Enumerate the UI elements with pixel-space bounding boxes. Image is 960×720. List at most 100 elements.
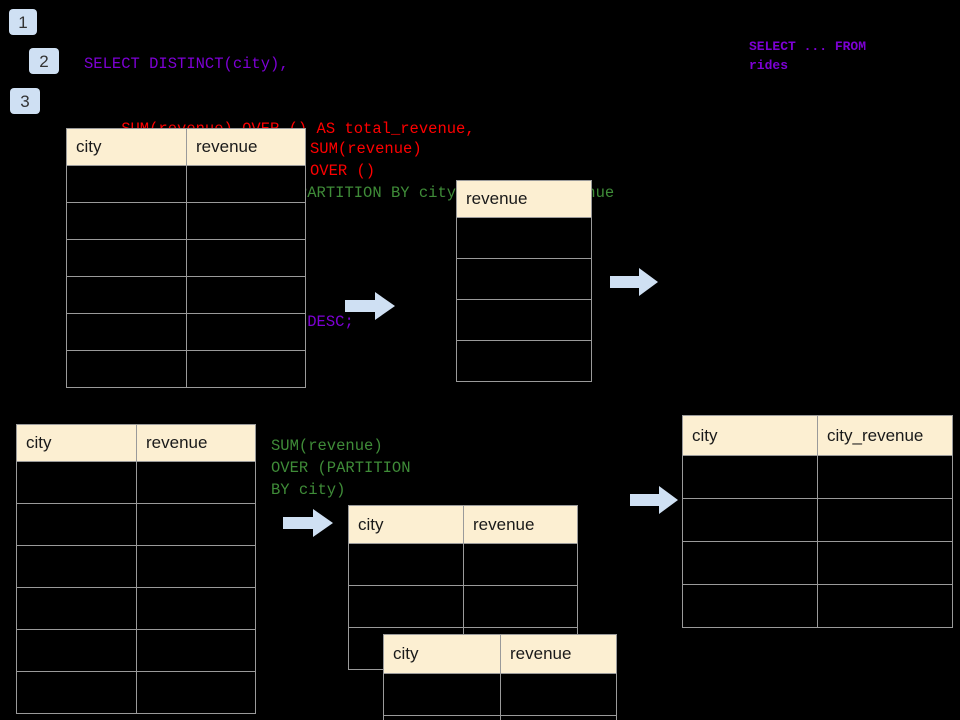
column-header-revenue: revenue [456, 180, 592, 218]
final-result-table[interactable]: city city_revenue [682, 415, 953, 628]
step-badge-3[interactable]: 3 [10, 88, 40, 114]
cell-city[interactable] [16, 671, 137, 714]
cell-revenue[interactable] [500, 715, 617, 720]
table-row[interactable] [66, 202, 306, 240]
cell-city-revenue[interactable] [817, 455, 953, 499]
column-header-revenue: revenue [186, 128, 306, 166]
cell-city[interactable] [16, 461, 137, 504]
cell-revenue[interactable] [136, 671, 256, 714]
sql-line-select: SELECT DISTINCT(city), [84, 55, 289, 73]
cell-city[interactable] [682, 455, 818, 499]
cell-revenue[interactable] [186, 202, 306, 240]
table-row[interactable] [66, 276, 306, 314]
city-revenue-annotation: SUM(revenue) OVER (PARTITION BY city) [271, 437, 411, 499]
cell-city[interactable] [348, 543, 464, 586]
step-badge-1-label: 1 [18, 12, 28, 32]
cell-city[interactable] [66, 165, 187, 203]
table-header-row: city revenue [66, 128, 306, 166]
table-row[interactable] [348, 543, 578, 586]
column-header-revenue: revenue [500, 634, 617, 674]
cell-revenue[interactable] [463, 585, 578, 628]
cell-city[interactable] [66, 313, 187, 351]
cell-revenue[interactable] [186, 313, 306, 351]
cell-city[interactable] [66, 239, 187, 277]
cell-revenue[interactable] [136, 545, 256, 588]
rides-source-table-top[interactable]: city revenue [66, 128, 306, 388]
table-header-row: revenue [456, 180, 592, 218]
cell-revenue[interactable] [463, 543, 578, 586]
column-header-city: city [348, 505, 464, 544]
cell-city[interactable] [383, 715, 501, 720]
table-row[interactable] [456, 340, 592, 382]
cell-city[interactable] [66, 276, 187, 314]
cell-city[interactable] [383, 673, 501, 716]
table-row[interactable] [383, 673, 617, 716]
cell-city[interactable] [682, 541, 818, 585]
total-revenue-table[interactable]: revenue [456, 180, 592, 382]
cell-revenue[interactable] [186, 276, 306, 314]
cell-revenue[interactable] [136, 587, 256, 630]
column-header-city: city [66, 128, 187, 166]
table-row[interactable] [383, 715, 617, 720]
table-row[interactable] [66, 313, 306, 351]
table-row[interactable] [456, 299, 592, 341]
cell-city[interactable] [16, 545, 137, 588]
table-header-row: city city_revenue [682, 415, 953, 456]
table-row[interactable] [16, 587, 256, 630]
cell-revenue[interactable] [500, 673, 617, 716]
table-row[interactable] [456, 217, 592, 259]
cell-city[interactable] [348, 585, 464, 628]
table-row[interactable] [16, 503, 256, 546]
cell-city[interactable] [16, 587, 137, 630]
cell-city[interactable] [66, 202, 187, 240]
table-row[interactable] [682, 584, 953, 628]
arrow-partition-to-result [630, 486, 678, 514]
column-header-city: city [16, 424, 137, 462]
cell-revenue[interactable] [456, 217, 592, 259]
cell-city-revenue[interactable] [817, 498, 953, 542]
arrow-total-to-result [610, 268, 658, 296]
table-row[interactable] [16, 629, 256, 672]
cell-city[interactable] [16, 503, 137, 546]
total-revenue-annotation: SUM(revenue) OVER () [310, 140, 422, 180]
column-header-city: city [383, 634, 501, 674]
table-row[interactable] [66, 165, 306, 203]
partition-group-table-back[interactable]: city revenue [348, 505, 578, 670]
step-badge-1[interactable]: 1 [9, 9, 37, 35]
table-header-row: city revenue [383, 634, 617, 674]
table-row[interactable] [456, 258, 592, 300]
cell-city[interactable] [682, 498, 818, 542]
cell-revenue[interactable] [456, 258, 592, 300]
table-row[interactable] [682, 541, 953, 585]
table-row[interactable] [66, 239, 306, 277]
cell-city-revenue[interactable] [817, 584, 953, 628]
table-row[interactable] [16, 461, 256, 504]
arrow-source-to-total [345, 292, 395, 320]
cell-revenue[interactable] [186, 239, 306, 277]
table-row[interactable] [66, 350, 306, 388]
cell-revenue[interactable] [186, 165, 306, 203]
step-badge-2[interactable]: 2 [29, 48, 59, 74]
cell-city[interactable] [682, 584, 818, 628]
rides-source-table-bottom[interactable]: city revenue [16, 424, 256, 714]
cell-revenue[interactable] [136, 461, 256, 504]
column-header-city: city [682, 415, 818, 456]
cell-revenue[interactable] [136, 503, 256, 546]
table-row[interactable] [16, 671, 256, 714]
column-header-city-revenue: city_revenue [817, 415, 953, 456]
cell-city[interactable] [66, 350, 187, 388]
table-row[interactable] [348, 585, 578, 628]
table-row[interactable] [16, 545, 256, 588]
cell-revenue[interactable] [136, 629, 256, 672]
cell-city-revenue[interactable] [817, 541, 953, 585]
table-header-row: city revenue [16, 424, 256, 462]
cell-revenue[interactable] [186, 350, 306, 388]
cell-revenue[interactable] [456, 299, 592, 341]
column-header-revenue: revenue [463, 505, 578, 544]
partition-group-table-front[interactable]: city revenue [383, 634, 617, 720]
cell-revenue[interactable] [456, 340, 592, 382]
table-row[interactable] [682, 498, 953, 542]
table-row[interactable] [682, 455, 953, 499]
cell-city[interactable] [16, 629, 137, 672]
